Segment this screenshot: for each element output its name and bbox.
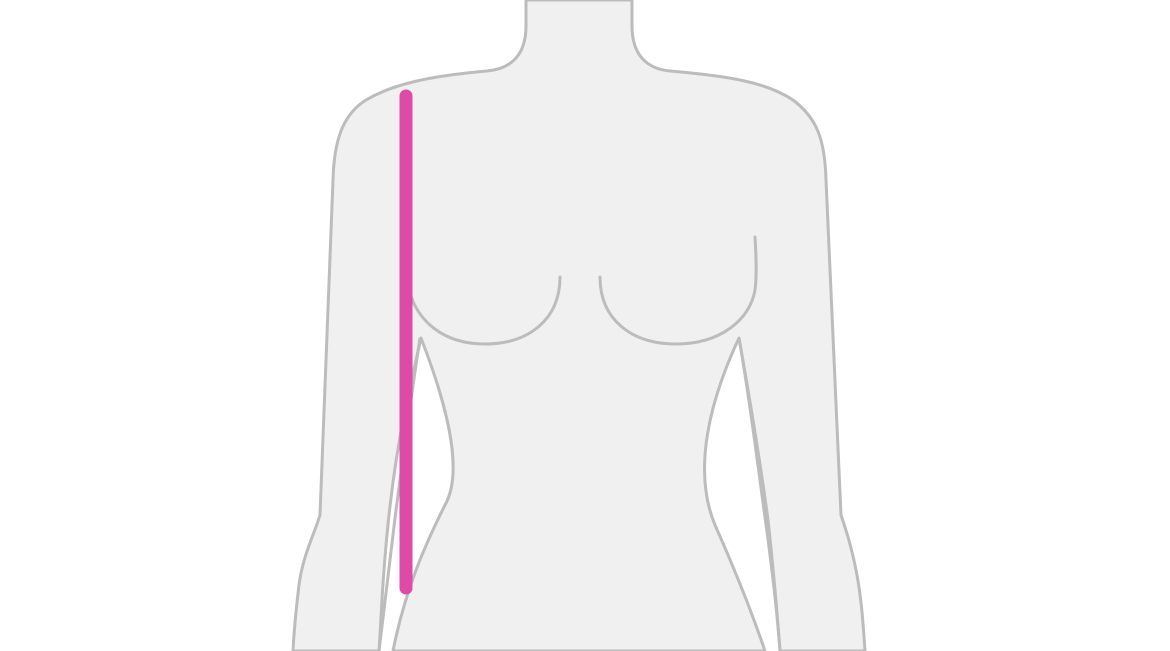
right-bust-curve xyxy=(598,235,758,346)
left-bust-curve xyxy=(408,275,562,346)
right-arm-inner-edge xyxy=(737,337,782,651)
left-arm-inner-edge xyxy=(377,337,422,651)
torso-silhouette xyxy=(291,0,867,651)
